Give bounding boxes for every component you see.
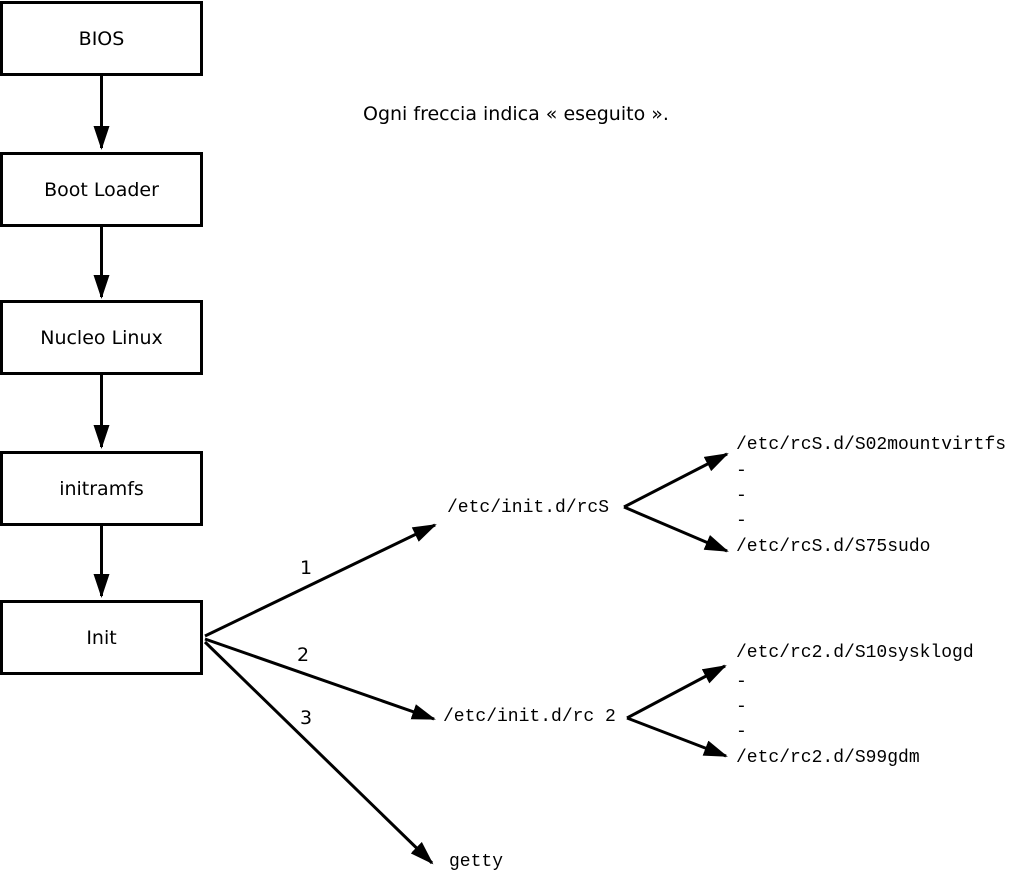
node-init-d-rc2: /etc/init.d/rc 2 bbox=[443, 707, 616, 727]
node-linux-kernel-label: Nucleo Linux bbox=[40, 326, 163, 349]
node-initramfs: initramfs bbox=[0, 451, 203, 526]
arrow-init-to-rcs bbox=[204, 523, 437, 638]
node-boot-loader: Boot Loader bbox=[0, 152, 203, 227]
rcs-script-ellipsis: - bbox=[736, 461, 747, 481]
rc2-script-ellipsis: - bbox=[736, 697, 747, 717]
rcs-script-ellipsis: - bbox=[736, 511, 747, 531]
rcs-script-last: /etc/rcS.d/S75sudo bbox=[736, 537, 931, 557]
diagram-caption: Ogni freccia indica « eseguito ». bbox=[363, 103, 669, 125]
rcs-script-ellipsis: - bbox=[736, 486, 747, 506]
rc2-script-first: /etc/rc2.d/S10sysklogd bbox=[736, 643, 974, 663]
node-init-label: Init bbox=[86, 626, 117, 649]
rc2-script-last: /etc/rc2.d/S99gdm bbox=[736, 748, 920, 768]
rc2-script-ellipsis: - bbox=[736, 722, 747, 742]
branch-number-2: 2 bbox=[297, 644, 310, 666]
arrow-rcs-fork-bottom bbox=[623, 505, 729, 553]
node-bios-label: BIOS bbox=[78, 27, 125, 50]
branch-number-1: 1 bbox=[300, 557, 313, 579]
branch-number-3: 3 bbox=[300, 707, 313, 729]
arrow-rcs-fork-top bbox=[623, 452, 729, 509]
node-linux-kernel: Nucleo Linux bbox=[0, 300, 203, 375]
node-initramfs-label: initramfs bbox=[59, 477, 144, 500]
node-bios: BIOS bbox=[0, 1, 203, 76]
rcs-script-first: /etc/rcS.d/S02mountvirtfs bbox=[736, 435, 1007, 455]
node-init: Init bbox=[0, 600, 203, 675]
node-boot-loader-label: Boot Loader bbox=[44, 178, 159, 201]
arrow-rc2-fork-bottom bbox=[626, 716, 728, 758]
arrow-init-to-rc2 bbox=[204, 637, 436, 721]
node-init-d-rcs: /etc/init.d/rcS bbox=[447, 498, 610, 518]
rc2-script-ellipsis: - bbox=[736, 672, 747, 692]
node-getty: getty bbox=[449, 852, 504, 872]
arrow-init-to-getty bbox=[203, 640, 434, 865]
arrow-rc2-fork-top bbox=[626, 664, 727, 720]
